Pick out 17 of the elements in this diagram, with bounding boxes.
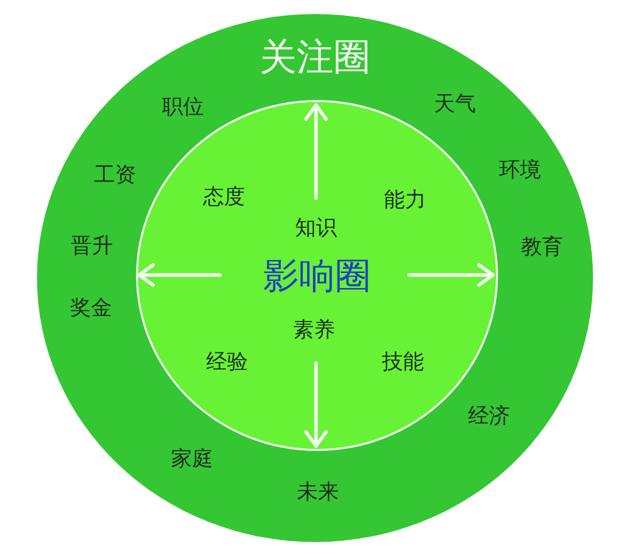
keyword-label: 知识: [295, 218, 337, 238]
keyword-label: 素养: [293, 320, 335, 340]
keyword-label: 能力: [384, 190, 426, 210]
keyword-label: 职位: [162, 96, 204, 118]
keyword-label: 天气: [434, 94, 476, 114]
keyword-label: 技能: [382, 352, 424, 372]
keyword-label: 经济: [468, 406, 510, 426]
keyword-label: 环境: [499, 160, 541, 180]
circle-title: 关注圈: [260, 38, 370, 76]
circle-title: 影响圈: [263, 259, 371, 295]
keyword-label: 未来: [297, 482, 339, 502]
keyword-label: 家庭: [171, 448, 213, 470]
keyword-label: 教育: [521, 236, 563, 258]
keyword-label: 晋升: [71, 236, 113, 256]
keyword-label: 奖金: [70, 298, 112, 318]
keyword-label: 经验: [206, 352, 248, 372]
keyword-label: 态度: [203, 186, 245, 208]
